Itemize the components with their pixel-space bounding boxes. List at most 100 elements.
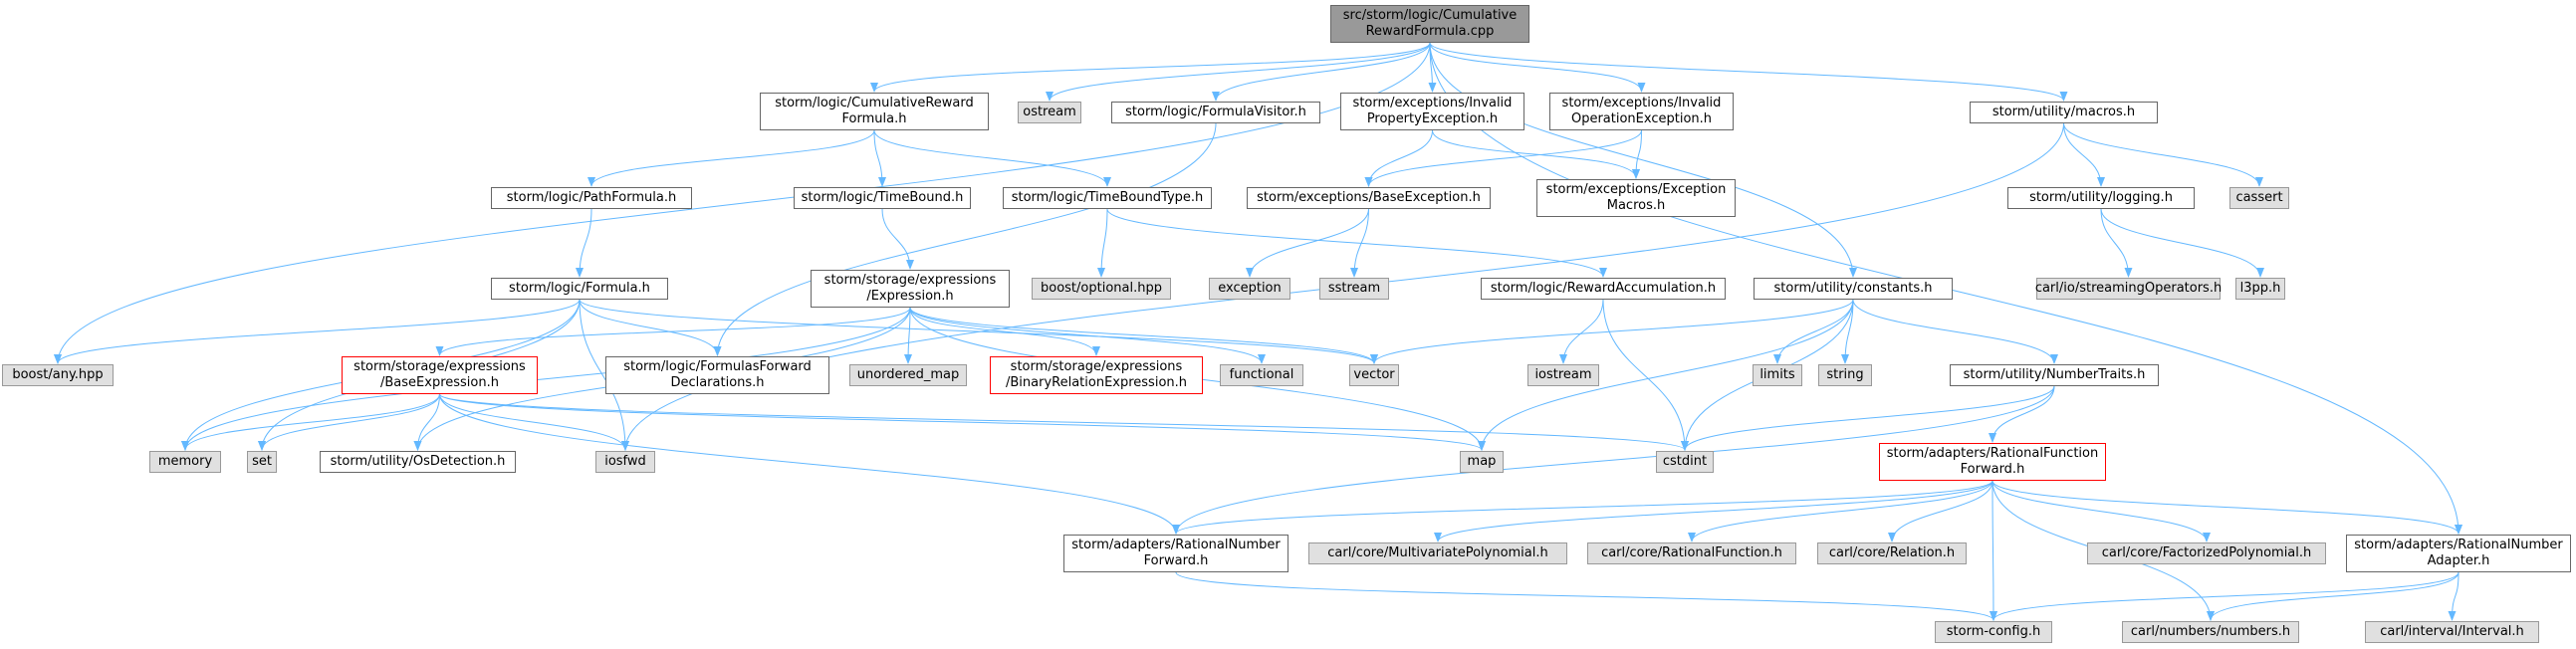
node-label: storm/logic/PathFormula.h (506, 190, 677, 205)
node-expr[interactable]: storm/storage/expressions /Expression.h (811, 270, 1010, 308)
node-string[interactable]: string (1818, 364, 1872, 386)
node-label: storm/storage/expressions /Expression.h (823, 273, 997, 304)
node-boostopt[interactable]: boost/optional.hpp (1032, 278, 1171, 300)
node-osdet[interactable]: storm/utility/OsDetection.h (320, 451, 516, 473)
node-tbtype[interactable]: storm/logic/TimeBoundType.h (1003, 187, 1212, 209)
node-exception[interactable]: exception (1209, 278, 1290, 300)
edge-invop-to-excmacros (1632, 129, 1642, 179)
edge-logging-to-l3pp (2100, 208, 2264, 278)
node-label: storm/logic/TimeBoundType.h (1011, 190, 1204, 205)
node-invop[interactable]: storm/exceptions/Invalid OperationExcept… (1549, 93, 1734, 130)
node-macros[interactable]: storm/utility/macros.h (1970, 102, 2158, 123)
edge-ratfuncfwd-to-stormconfig (1989, 480, 1997, 621)
node-ratnumadapt[interactable]: storm/adapters/RationalNumber Adapter.h (2346, 535, 2571, 572)
node-binrel[interactable]: storm/storage/expressions /BinaryRelatio… (990, 356, 1203, 394)
edge-ratnumadapt-to-carlinterval (2448, 571, 2459, 621)
edge-ratnumadapt-to-carlnumbers (2207, 571, 2459, 621)
node-label: src/storm/logic/Cumulative RewardFormula… (1342, 8, 1518, 39)
node-functional[interactable]: functional (1220, 364, 1303, 386)
edge-baseexpr-to-map (439, 393, 1486, 451)
node-memory[interactable]: memory (149, 451, 221, 473)
node-sstream[interactable]: sstream (1319, 278, 1389, 300)
edge-formula-to-iosfwd (579, 299, 629, 451)
edge-expr-to-binrel (909, 307, 1100, 356)
node-set[interactable]: set (247, 451, 277, 473)
node-label: storm/adapters/RationalNumber Forward.h (1071, 538, 1281, 568)
node-numtraits[interactable]: storm/utility/NumberTraits.h (1950, 364, 2159, 386)
edge-cumrew-to-timebound (873, 129, 886, 187)
edge-baseexpr-to-memory (181, 393, 440, 451)
edge-fvisitor-to-ffwd (713, 122, 1217, 356)
node-fvisitor[interactable]: storm/logic/FormulaVisitor.h (1111, 102, 1320, 123)
node-formula[interactable]: storm/logic/Formula.h (491, 278, 668, 300)
node-baseexpr[interactable]: storm/storage/expressions /BaseExpressio… (342, 356, 538, 394)
edge-cumrew-to-tbtype (873, 129, 1111, 187)
edge-constants-to-map (1478, 299, 1854, 451)
edge-constants-to-vector (1370, 299, 1854, 364)
node-multipoly[interactable]: carl/core/MultivariatePolynomial.h (1308, 542, 1567, 564)
node-ratnumfwd[interactable]: storm/adapters/RationalNumber Forward.h (1063, 535, 1288, 572)
edge-expr-to-memory (181, 307, 911, 451)
node-label: functional (1229, 367, 1294, 382)
edge-root-to-macros (1429, 42, 2068, 102)
edge-invop-to-baseexc (1364, 129, 1642, 187)
node-ffwd[interactable]: storm/logic/FormulasForward Declarations… (605, 356, 829, 394)
edge-rewacc-to-cstdint (1602, 299, 1689, 451)
node-label: vector (1353, 367, 1395, 382)
edge-macros-to-logging (2063, 122, 2105, 187)
node-label: storm/exceptions/Invalid OperationExcept… (1561, 96, 1722, 126)
edge-root-to-invop (1429, 42, 1646, 93)
edge-root-to-ostream (1046, 42, 1431, 102)
node-stormconfig[interactable]: storm-config.h (1935, 621, 2052, 643)
edge-ratfuncfwd-to-ratnumadapt (1991, 480, 2462, 535)
node-label: storm/logic/TimeBound.h (801, 190, 964, 205)
node-l3pp[interactable]: l3pp.h (2235, 278, 2285, 300)
node-ostream[interactable]: ostream (1018, 102, 1081, 123)
node-baseexc[interactable]: storm/exceptions/BaseException.h (1247, 187, 1491, 209)
node-pathf[interactable]: storm/logic/PathFormula.h (491, 187, 692, 209)
node-cstdint[interactable]: cstdint (1656, 451, 1714, 473)
edge-baseexpr-to-ratnumfwd (439, 393, 1180, 535)
node-carlinterval[interactable]: carl/interval/Interval.h (2365, 621, 2539, 643)
node-constants[interactable]: storm/utility/constants.h (1754, 278, 1953, 300)
node-limits[interactable]: limits (1753, 364, 1802, 386)
edge-logging-to-carlstream (2100, 208, 2133, 278)
node-label: iostream (1534, 367, 1592, 382)
node-invprop[interactable]: storm/exceptions/Invalid PropertyExcepti… (1340, 93, 1524, 130)
edge-ratfuncfwd-to-ratnumfwd (1172, 480, 1993, 535)
node-unordmap[interactable]: unordered_map (849, 364, 967, 386)
node-logging[interactable]: storm/utility/logging.h (2007, 187, 2195, 209)
node-excmacros[interactable]: storm/exceptions/Exception Macros.h (1536, 179, 1736, 217)
node-relation[interactable]: carl/core/Relation.h (1817, 542, 1967, 564)
node-label: sstream (1327, 281, 1381, 296)
node-cassert[interactable]: cassert (2229, 187, 2289, 209)
node-cumrew[interactable]: storm/logic/CumulativeReward Formula.h (760, 93, 989, 130)
edge-numtraits-to-ratfuncfwd (1989, 385, 2055, 443)
node-label: limits (1759, 367, 1795, 382)
node-vector[interactable]: vector (1349, 364, 1399, 386)
edge-expr-to-vector (909, 307, 1378, 364)
edge-formula-to-ffwd (579, 299, 722, 356)
node-label: set (252, 454, 272, 469)
edge-ratfuncfwd-to-factpoly (1991, 480, 2211, 542)
node-map[interactable]: map (1460, 451, 1504, 473)
node-label: map (1467, 454, 1497, 469)
node-factpoly[interactable]: carl/core/FactorizedPolynomial.h (2087, 542, 2326, 564)
node-timebound[interactable]: storm/logic/TimeBound.h (794, 187, 971, 209)
edge-numtraits-to-ratnumfwd (1172, 385, 2055, 535)
edge-cumrew-to-pathf (587, 129, 875, 187)
node-boostany[interactable]: boost/any.hpp (2, 364, 114, 386)
node-root[interactable]: src/storm/logic/Cumulative RewardFormula… (1330, 5, 1529, 43)
node-ratfunc[interactable]: carl/core/RationalFunction.h (1587, 542, 1796, 564)
node-ratfuncfwd[interactable]: storm/adapters/RationalFunction Forward.… (1879, 443, 2106, 481)
node-carlstream[interactable]: carl/io/streamingOperators.h (2035, 278, 2222, 300)
node-carlnumbers[interactable]: carl/numbers/numbers.h (2122, 621, 2299, 643)
node-rewacc[interactable]: storm/logic/RewardAccumulation.h (1481, 278, 1726, 300)
node-label: storm/logic/FormulaVisitor.h (1125, 105, 1306, 119)
node-iostream[interactable]: iostream (1527, 364, 1599, 386)
edge-ratnumfwd-to-stormconfig (1175, 571, 1997, 621)
node-label: storm/utility/macros.h (1991, 105, 2136, 119)
node-iosfwd[interactable]: iosfwd (595, 451, 655, 473)
edge-macros-to-cassert (2063, 122, 2263, 187)
node-label: boost/any.hpp (12, 367, 104, 382)
